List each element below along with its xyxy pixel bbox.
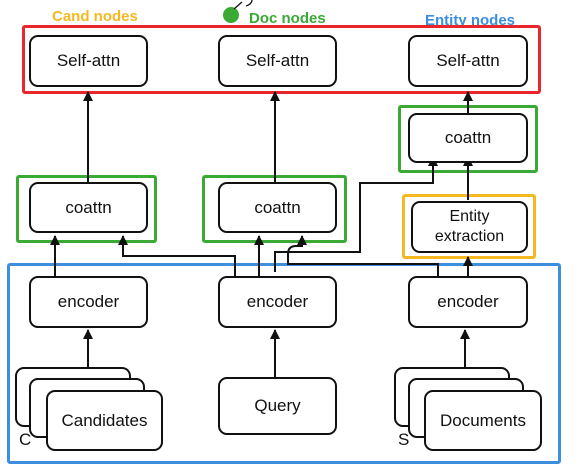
coattn-doc-node: coattn [218,182,337,233]
coattn-cand-frame [16,175,157,243]
encoder-cand-node: encoder [29,276,148,328]
encoder-query-node: encoder [218,276,337,328]
entity-extraction-node: Entity extraction [411,201,528,253]
c-letter-label: C [19,430,32,449]
self-attn-doc-node: Self-attn [218,35,337,87]
cand-nodes-label: Cand nodes [52,8,138,25]
encoder-doc-node: encoder [408,276,528,328]
doc-node-tail-icon [233,0,253,10]
self-attn-frame [22,25,541,94]
doc-nodes-label: Doc nodes [249,10,326,27]
coattn-cand-node: coattn [29,182,148,233]
candidates-node: Candidates [46,390,163,451]
query-node: Query [218,377,337,435]
encoder-frame [7,263,561,464]
doc-node-dot-icon [223,7,239,23]
coattn-entity-node: coattn [408,113,528,163]
entity-nodes-label: Entity nodes [425,12,516,29]
documents-node: Documents [424,390,542,451]
s-letter-label: S [398,430,410,449]
self-attn-entity-node: Self-attn [408,35,528,87]
self-attn-cand-node: Self-attn [29,35,148,87]
